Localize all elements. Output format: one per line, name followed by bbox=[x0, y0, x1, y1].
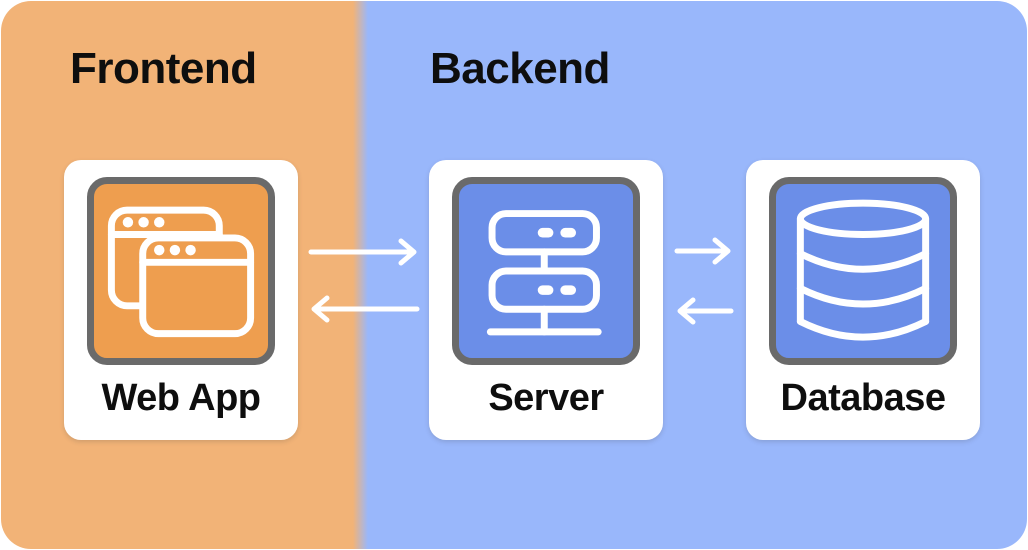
arrow-webapp-to-server bbox=[307, 237, 421, 267]
arrow-server-to-webapp bbox=[307, 294, 421, 324]
node-label-database: Database bbox=[780, 377, 946, 419]
arrow-database-to-server bbox=[673, 296, 735, 326]
arrow-server-to-database bbox=[673, 236, 735, 266]
node-database: Database bbox=[746, 160, 980, 440]
backend-section-label: Backend bbox=[430, 44, 610, 93]
database-icon bbox=[796, 199, 930, 341]
frontend-section-label: Frontend bbox=[70, 44, 257, 93]
node-server: Server bbox=[429, 160, 663, 440]
icon-tile-web-app bbox=[87, 177, 275, 365]
icon-tile-database bbox=[769, 177, 957, 365]
node-label-server: Server bbox=[488, 377, 604, 419]
icon-tile-server bbox=[452, 177, 640, 365]
node-label-web-app: Web App bbox=[101, 377, 261, 419]
browser-windows-icon bbox=[107, 206, 255, 338]
server-icon bbox=[486, 210, 602, 336]
node-web-app: Web App bbox=[64, 160, 298, 440]
